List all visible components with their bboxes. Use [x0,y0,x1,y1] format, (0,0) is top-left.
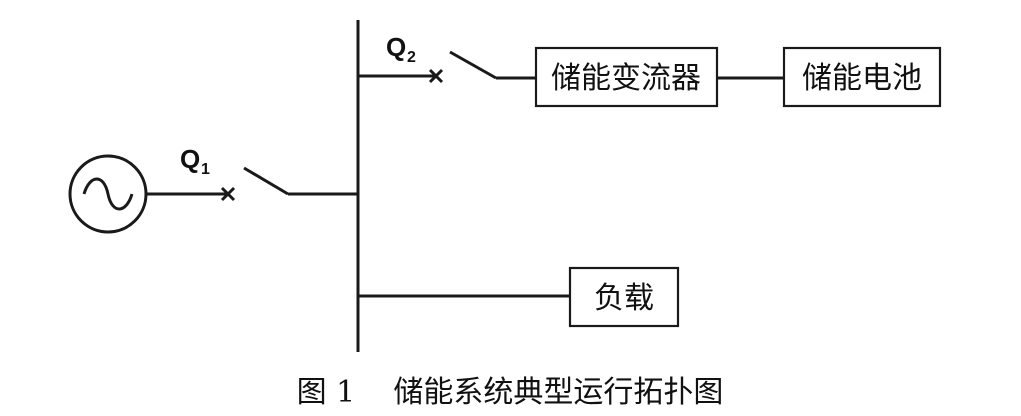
load-box [568,266,680,328]
figure-caption: 图 1 储能系统典型运行拓扑图 [297,375,724,410]
q2-breaker-mark-icon [428,68,444,84]
battery-label: 储能电池 [802,61,922,96]
converter-label: 储能变流器 [551,61,701,96]
q1-switch-blade [243,166,289,196]
ac-source-icon [68,154,148,234]
q1-subscript: 1 [201,161,210,178]
q2-subscript: 2 [407,49,416,66]
battery-box [782,46,942,108]
q1-label: Q [180,144,200,174]
q2-switch-blade [449,50,497,80]
q2-label: Q [386,32,406,62]
q1-breaker-mark-icon [220,186,236,202]
load-label: 负载 [594,281,654,316]
